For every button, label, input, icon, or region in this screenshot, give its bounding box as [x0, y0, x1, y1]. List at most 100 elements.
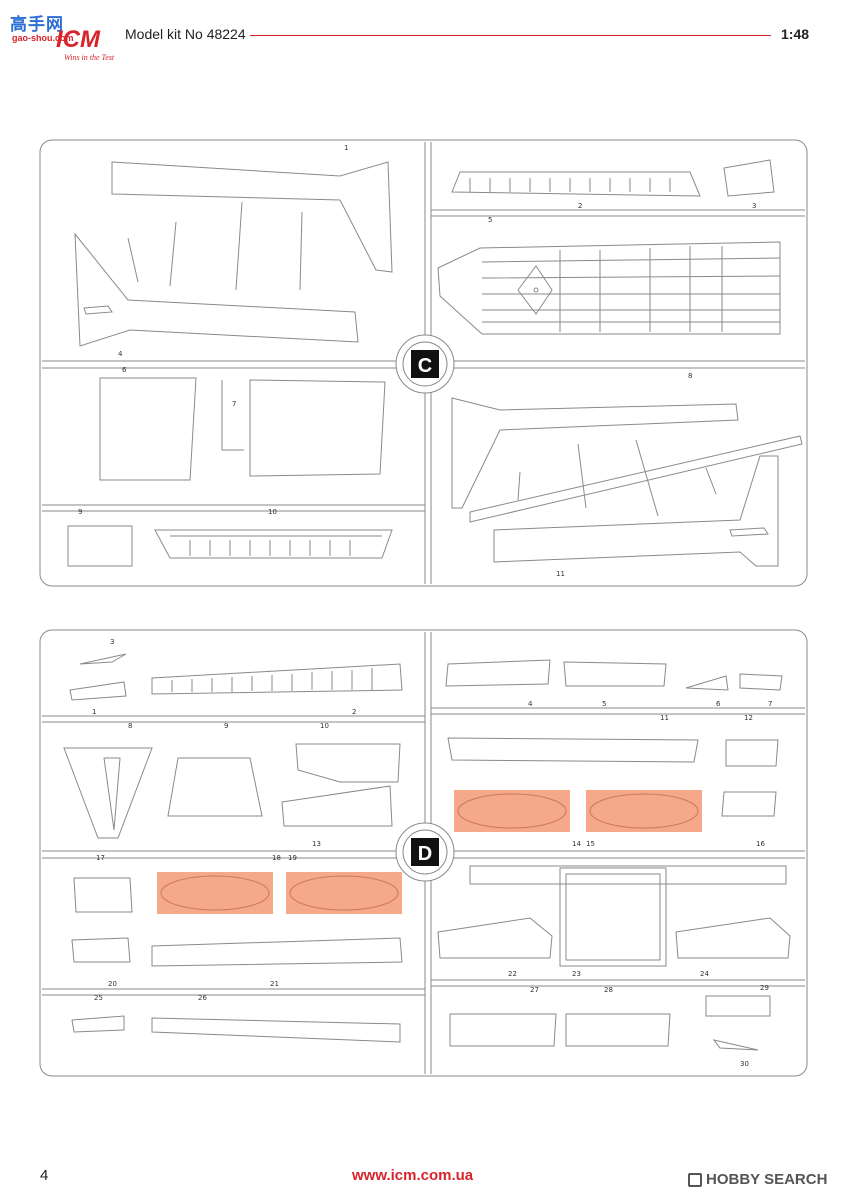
part-d13: [281, 785, 393, 827]
watermark-url: gao-shou.com: [12, 33, 74, 43]
watermark-cn: 高手网: [10, 15, 64, 35]
part-d11: [447, 737, 699, 763]
part-d22: [437, 917, 553, 959]
part-number-c4: 4: [118, 350, 123, 358]
part-d16: [721, 791, 777, 817]
part-c11: [493, 455, 779, 567]
part-d27: [449, 1013, 557, 1047]
part-number-d26: 26: [198, 994, 207, 1002]
part-c2: [74, 232, 359, 347]
part-number-c10: 10: [268, 508, 277, 516]
part-c2-strip: [451, 171, 701, 197]
part-d5: [563, 661, 667, 687]
part-number-d24: 24: [700, 970, 709, 978]
part-d25: [71, 1015, 125, 1033]
sprue-c-letter: C: [418, 355, 432, 377]
part-d28: [565, 1013, 671, 1047]
part-number-d5: 5: [602, 700, 606, 708]
part-d18-bar: [469, 865, 787, 885]
part-number-d11: 11: [660, 714, 669, 722]
part-number-c2: 2: [578, 202, 582, 210]
part-number-d17: 17: [96, 854, 105, 862]
part-number-c11: 11: [556, 570, 565, 578]
part-number-c9: 9: [78, 508, 82, 516]
sprue-d-badge: [411, 838, 439, 866]
part-number-d1: 1: [92, 708, 96, 716]
part-number-d8: 8: [128, 722, 132, 730]
part-d12: [725, 739, 779, 767]
part-number-d29: 29: [760, 984, 769, 992]
part-number-d23: 23: [572, 970, 581, 978]
part-number-d2: 2: [352, 708, 356, 716]
part-c1: [111, 161, 393, 273]
sprue-d: D: [39, 629, 808, 1077]
part-d24: [675, 917, 791, 959]
part-c10: [154, 529, 393, 559]
part-d7: [739, 673, 783, 691]
part-number-d30: 30: [740, 1060, 749, 1068]
part-number-c5: 5: [488, 216, 492, 224]
part-number-d9: 9: [224, 722, 228, 730]
part-number-c6: 6: [122, 366, 127, 374]
part-d6: [685, 675, 729, 691]
part-number-c3: 3: [752, 202, 756, 210]
part-d26: [151, 1017, 401, 1043]
header-rule: [250, 35, 771, 36]
part-number-c1: 1: [344, 144, 348, 152]
part-number-d27: 27: [530, 986, 539, 994]
part-d20: [71, 937, 131, 963]
part-c5: [437, 241, 781, 335]
part-d10: [295, 743, 401, 783]
part-d21: [151, 937, 403, 967]
part-number-d15: 15: [586, 840, 595, 848]
part-number-d12: 12: [744, 714, 753, 722]
part-c6: [99, 377, 197, 481]
scale-label: 1:48: [781, 26, 810, 42]
part-d29: [705, 995, 771, 1017]
part-number-d3: 3: [110, 638, 114, 646]
hobbysearch-watermark: HOBBY SEARCH: [688, 1171, 827, 1188]
part-number-d13: 13: [312, 840, 321, 848]
part-c8: [451, 397, 739, 509]
part-number-d16: 16: [756, 840, 765, 848]
sprue-d-frame: [39, 629, 808, 1077]
part-number-d21: 21: [270, 980, 279, 988]
sprue-d-letter: D: [418, 843, 432, 865]
part-c3: [723, 159, 775, 197]
kit-title: Model kit No 48224: [125, 26, 246, 42]
logo-text: ICM: [56, 26, 100, 53]
footer-url-link[interactable]: www.icm.com.ua: [352, 1167, 474, 1184]
page-header: 高手网 gao-shou.com ICM Wins in the Test Mo…: [0, 0, 849, 70]
part-c7: [249, 379, 386, 477]
clear-parts: [157, 790, 702, 914]
part-number-d19: 19: [288, 854, 297, 862]
part-number-d7: 7: [768, 700, 772, 708]
part-number-c7: 7: [232, 400, 236, 408]
logo-tagline: Wins in the Test: [64, 53, 115, 62]
part-d30: [712, 1039, 759, 1051]
part-number-d20: 20: [108, 980, 117, 988]
part-d3: [151, 663, 403, 695]
part-number-d6: 6: [716, 700, 721, 708]
part-number-c8: 8: [688, 372, 692, 380]
sprue-c: C: [39, 139, 808, 587]
hobbysearch-text: HOBBY SEARCH: [706, 1171, 828, 1188]
part-number-d4: 4: [528, 700, 533, 708]
part-number-d25: 25: [94, 994, 103, 1002]
page-number: 4: [40, 1167, 49, 1184]
part-d9: [167, 757, 263, 817]
part-d17: [73, 877, 133, 913]
sprue-c-frame: [39, 139, 808, 587]
sprue-c-badge: [411, 350, 439, 378]
part-number-d22: 22: [508, 970, 517, 978]
part-d4: [445, 659, 551, 687]
part-number-d14: 14: [572, 840, 581, 848]
part-d8: [63, 747, 153, 839]
hobbysearch-icon: [688, 1173, 702, 1187]
part-number-d10: 10: [320, 722, 329, 730]
part-d2: [69, 681, 127, 701]
part-c9: [67, 525, 133, 567]
part-d23: [559, 867, 667, 967]
